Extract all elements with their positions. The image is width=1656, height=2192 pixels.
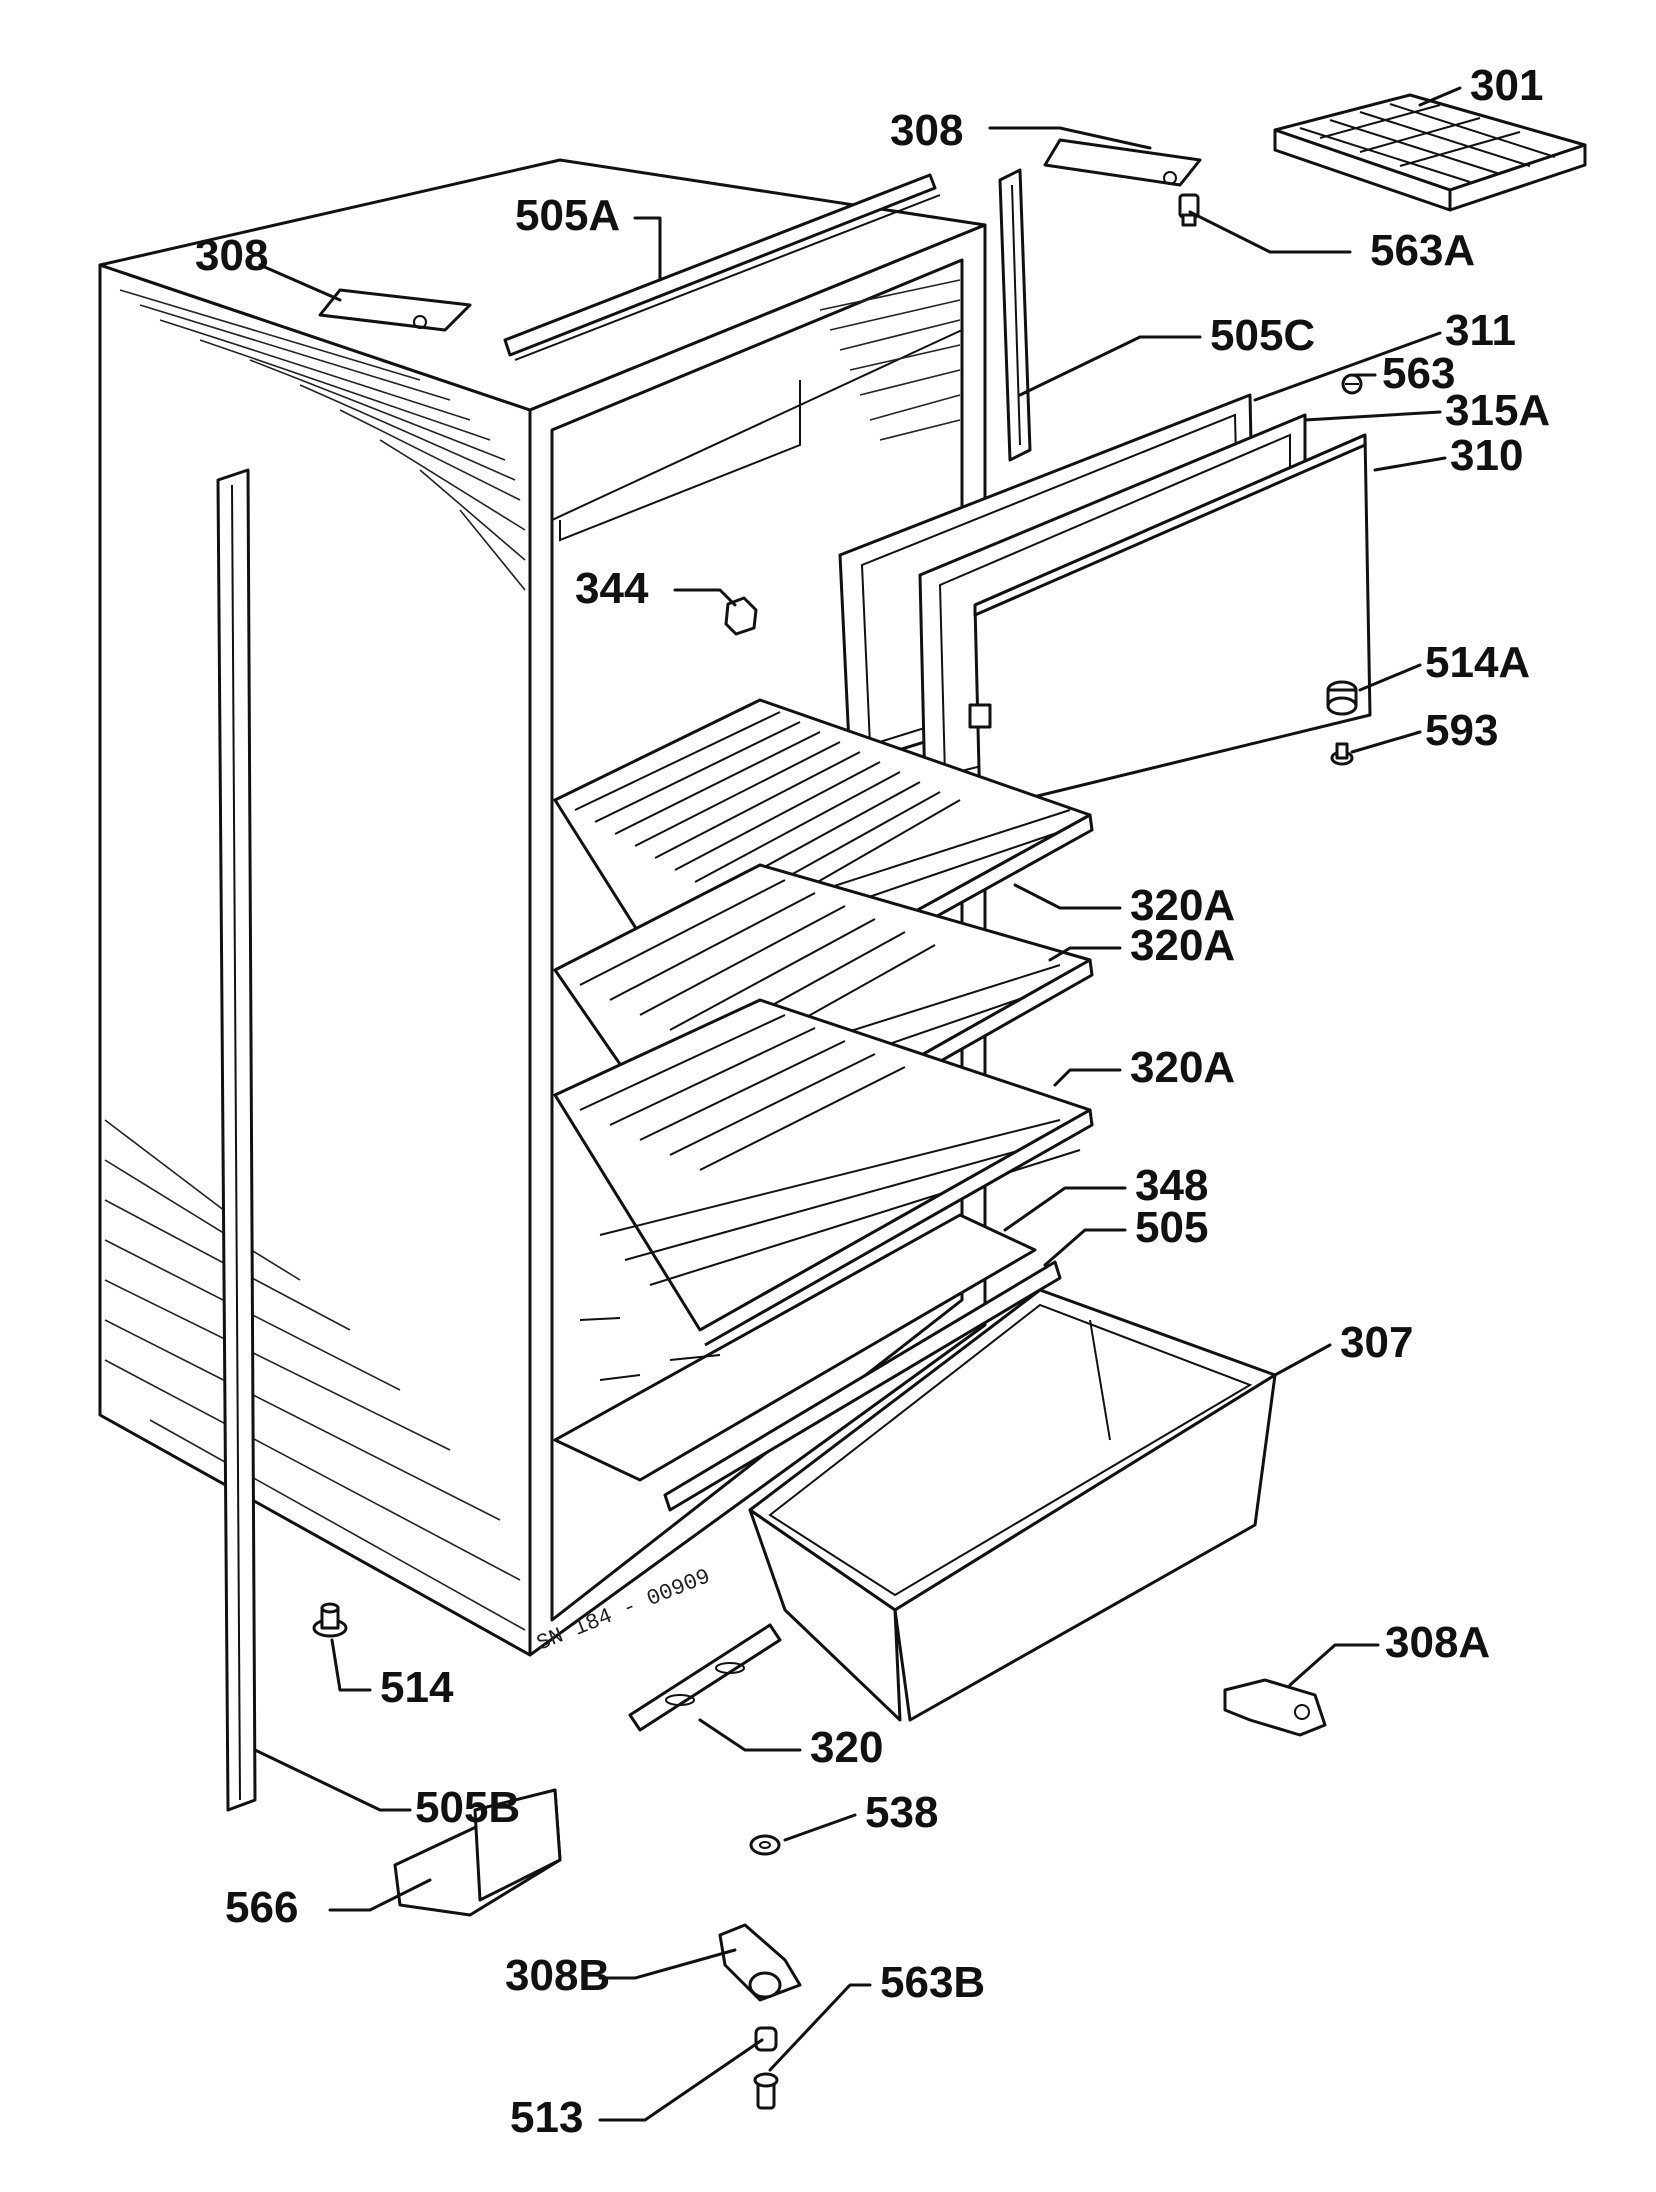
part-labels: 301 308 308 505A 563A 505C 311 563 315A …: [195, 61, 1550, 2142]
screw-513: [754, 2026, 778, 2052]
door-rail-505B: [216, 468, 257, 1812]
label-348: 348: [1135, 1161, 1208, 1210]
label-513: 513: [510, 2093, 583, 2142]
door-panel-310: [968, 433, 1372, 812]
shelf-320A-lower: [553, 998, 1094, 1347]
label-301: 301: [1470, 61, 1543, 110]
label-311: 311: [1445, 306, 1516, 355]
hinge-308-top-right: [1043, 138, 1202, 187]
foot-514A: [1326, 680, 1358, 716]
label-344: 344: [575, 564, 649, 613]
washer-538: [749, 1834, 781, 1856]
label-505C: 505C: [1210, 311, 1315, 360]
label-563: 563: [1382, 349, 1455, 398]
label-505B: 505B: [415, 1783, 520, 1832]
rail-vertical-right: [998, 168, 1032, 462]
label-320A-1: 320A: [1130, 881, 1235, 930]
label-514: 514: [380, 1663, 454, 1712]
side-shading: [104, 289, 526, 1631]
interior-shading: [819, 279, 961, 441]
screw-563A: [1178, 193, 1200, 227]
label-320A-3: 320A: [1130, 1043, 1235, 1092]
ice-tray-301: [1273, 93, 1587, 212]
bracket-320: [628, 1623, 782, 1732]
label-308-top: 308: [890, 106, 963, 155]
label-315A: 315A: [1445, 386, 1550, 435]
label-563A: 563A: [1370, 226, 1475, 275]
label-566: 566: [225, 1883, 298, 1932]
hinge-308B: [718, 1923, 802, 2002]
label-308B: 308B: [505, 1951, 610, 2000]
label-308A: 308A: [1385, 1618, 1490, 1667]
crisper-drawer-307: [748, 1288, 1277, 1722]
trim-505A: [503, 173, 941, 361]
label-307: 307: [1340, 1318, 1413, 1367]
hinge-308-top-left: [318, 288, 472, 332]
hinge-566: [393, 1788, 562, 1917]
label-563B: 563B: [880, 1958, 985, 2007]
foot-514: [312, 1602, 348, 1638]
label-538: 538: [865, 1788, 938, 1837]
hinge-308A: [1223, 1678, 1327, 1737]
label-320: 320: [810, 1723, 883, 1772]
screw-593: [1330, 742, 1354, 766]
catch-344: [724, 596, 758, 636]
label-593: 593: [1425, 706, 1498, 755]
screw-563: [1341, 373, 1363, 395]
leader-lines: [253, 86, 1462, 2122]
screw-563B: [753, 2072, 779, 2110]
label-505A: 505A: [515, 191, 620, 240]
label-308-left: 308: [195, 231, 268, 280]
trim-505: [663, 1260, 1062, 1512]
glass-shelf-348: [553, 1213, 1037, 1482]
label-320A-2: 320A: [1130, 921, 1235, 970]
label-310: 310: [1450, 431, 1523, 480]
label-514A: 514A: [1425, 638, 1530, 687]
label-505: 505: [1135, 1203, 1208, 1252]
